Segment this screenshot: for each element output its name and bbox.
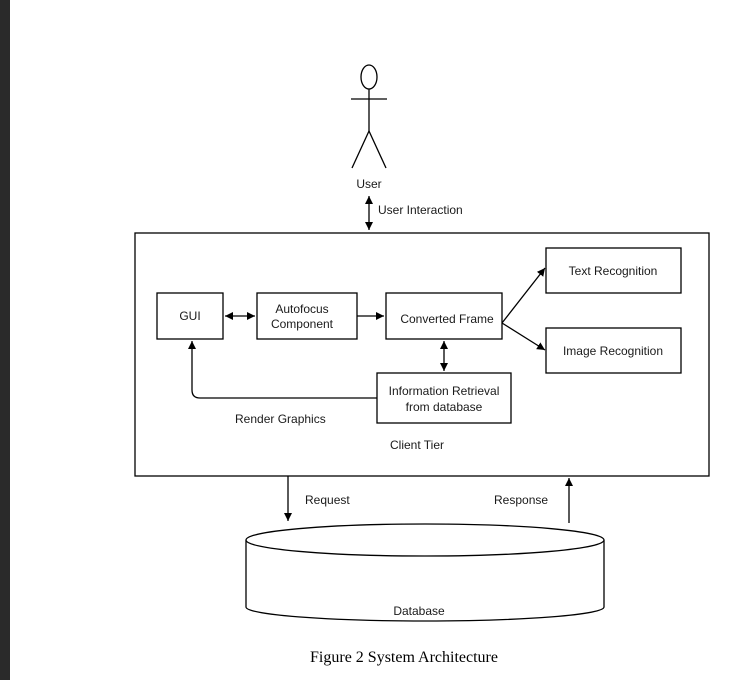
converted-frame-node — [385, 292, 503, 340]
user-interaction-label: User Interaction — [378, 203, 463, 217]
user-actor-icon — [351, 64, 387, 169]
autofocus-label-line2: Component — [271, 317, 334, 331]
render-graphics-label: Render Graphics — [235, 412, 326, 426]
image-recognition-node — [545, 327, 682, 374]
converted-frame-label: Converted Frame — [400, 312, 494, 326]
frame-image-recognition-arrow — [501, 322, 546, 351]
actor-label: User — [356, 177, 381, 191]
autofocus-label-line1: Autofocus — [275, 302, 328, 316]
text-recognition-label: Text Recognition — [569, 264, 658, 278]
database-label: Database — [393, 604, 445, 618]
client-tier-label: Client Tier — [390, 438, 444, 452]
response-label: Response — [494, 493, 548, 507]
database-cylinder — [245, 523, 605, 622]
image-recognition-label: Image Recognition — [563, 344, 663, 358]
autofocus-node — [256, 292, 358, 340]
render-graphics-arrow — [188, 341, 377, 399]
info-retrieval-label-line2: from database — [406, 400, 483, 414]
text-recognition-node — [545, 247, 682, 294]
gui-node — [156, 292, 224, 340]
figure-caption: Figure 2 System Architecture — [310, 649, 498, 666]
request-label: Request — [305, 493, 350, 507]
info-retrieval-label-line1: Information Retrieval — [389, 384, 500, 398]
frame-text-recognition-arrow — [501, 267, 546, 324]
info-retrieval-node — [376, 372, 512, 424]
left-edge-strip — [0, 0, 10, 680]
gui-label: GUI — [179, 309, 200, 323]
